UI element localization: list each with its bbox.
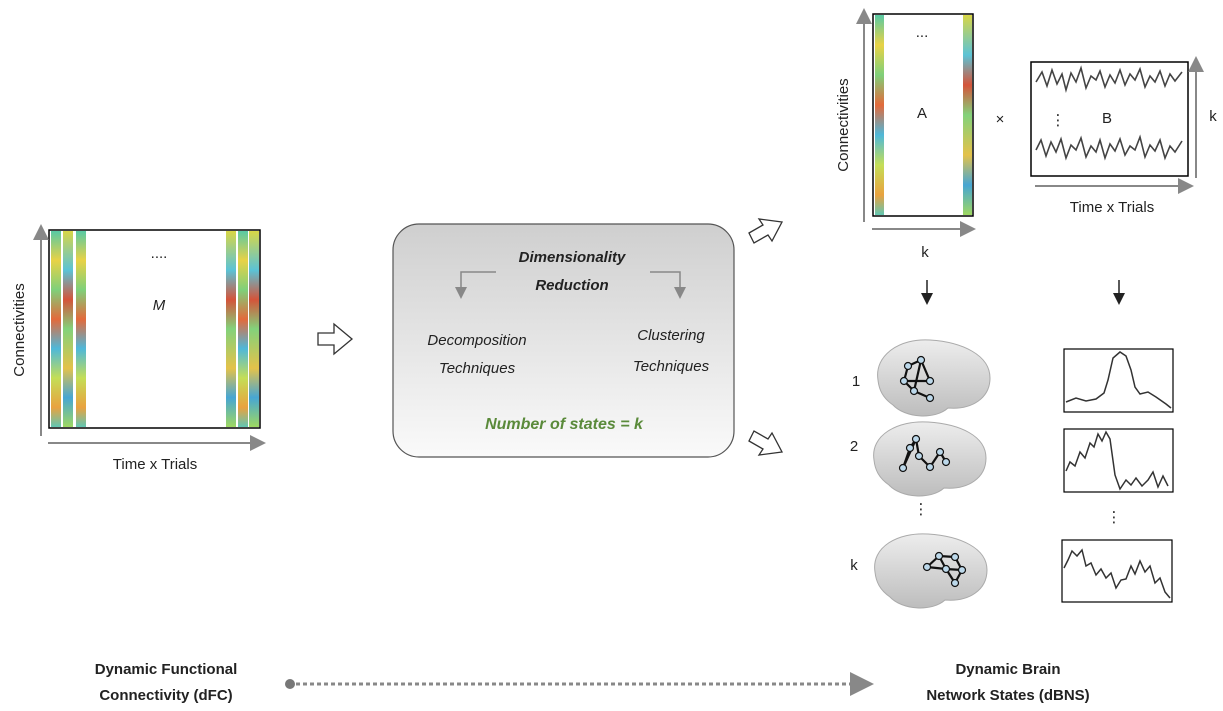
matrix-b-dots: ⋮ bbox=[1051, 112, 1066, 129]
dfc-matrix-dots: .... bbox=[151, 245, 168, 262]
multiply-sign: × bbox=[996, 111, 1005, 128]
dfc-y-axis-label: Connectivities bbox=[11, 283, 28, 376]
matrix-b-x-axis-label: Time x Trials bbox=[1070, 199, 1154, 216]
dfc-stripe bbox=[226, 231, 236, 427]
brain-network-icon bbox=[877, 339, 991, 417]
clustering-line1: Clustering bbox=[637, 327, 705, 344]
matrix-a-stripe bbox=[963, 15, 972, 215]
state-label: k bbox=[850, 557, 858, 574]
state-label: 1 bbox=[852, 373, 860, 390]
dbns-title-line1: Dynamic Brain bbox=[955, 661, 1060, 678]
matrix-a-label: A bbox=[917, 105, 927, 122]
number-of-states-note: Number of states = k bbox=[485, 416, 644, 433]
matrix-a-y-axis-label: Connectivities bbox=[835, 78, 852, 171]
timecourse-line bbox=[1065, 351, 1172, 409]
matrix-a-stripe bbox=[875, 15, 884, 215]
matrix-b bbox=[1030, 61, 1189, 177]
clustering-line2: Techniques bbox=[633, 358, 710, 375]
state-timecourse-2 bbox=[1063, 428, 1174, 493]
matrix-a-x-axis-label: k bbox=[921, 244, 929, 261]
brain-states: 1 2 bbox=[850, 339, 1174, 609]
timecourse-line bbox=[1063, 548, 1171, 599]
timecourse-vertical-dots: ⋮ bbox=[1107, 509, 1122, 526]
matrix-a-dots: ... bbox=[916, 24, 929, 41]
branch-left-arrow bbox=[455, 271, 496, 299]
decomposition-line2: Techniques bbox=[439, 360, 516, 377]
states-vertical-dots: ⋮ bbox=[914, 501, 929, 518]
brain-network-icon bbox=[874, 533, 988, 609]
box-title-line2: Reduction bbox=[535, 277, 608, 294]
box-title-line1: Dimensionality bbox=[519, 249, 626, 266]
flow-arrow-up-icon bbox=[748, 218, 784, 244]
timecourse-line bbox=[1065, 430, 1169, 491]
branch-right-arrow bbox=[650, 271, 686, 299]
dfc-stripe bbox=[249, 231, 259, 427]
dfc-matrix-panel: .... M Connectivities Time x Trials bbox=[11, 224, 266, 473]
brain-network-icon bbox=[873, 421, 987, 497]
factor-matrix-a-panel: ... A Connectivities k bbox=[835, 8, 976, 261]
decomposition-line1: Decomposition bbox=[427, 332, 526, 349]
dfc-x-axis-label: Time x Trials bbox=[113, 456, 197, 473]
dbns-title-line2: Network States (dBNS) bbox=[926, 687, 1089, 704]
flow-arrow-icon bbox=[317, 322, 354, 356]
matrix-b-signal-bottom bbox=[1035, 134, 1183, 161]
dfc-title-line1: Dynamic Functional bbox=[95, 661, 238, 678]
dfc-title-line2: Connectivity (dFC) bbox=[99, 687, 232, 704]
dimensionality-reduction-box: Dimensionality Reduction Decomposition T… bbox=[392, 223, 735, 458]
connector-start-dot bbox=[285, 679, 295, 689]
dfc-stripe bbox=[51, 231, 61, 427]
dfc-matrix-label: M bbox=[153, 297, 166, 314]
state-label: 2 bbox=[850, 438, 858, 455]
state-timecourse-k bbox=[1061, 539, 1173, 603]
factor-matrix-b-panel: ⋮ B k Time x Trials bbox=[1030, 56, 1217, 216]
state-timecourse-1 bbox=[1063, 348, 1174, 413]
dfc-stripe bbox=[76, 231, 86, 427]
dfc-stripe bbox=[238, 231, 248, 427]
matrix-b-signal-top bbox=[1035, 65, 1183, 94]
matrix-b-y-axis-label: k bbox=[1209, 108, 1217, 125]
dfc-stripe bbox=[63, 231, 73, 427]
flow-arrow-down-icon bbox=[748, 430, 784, 456]
matrix-a bbox=[872, 13, 974, 217]
matrix-b-label: B bbox=[1102, 110, 1112, 127]
